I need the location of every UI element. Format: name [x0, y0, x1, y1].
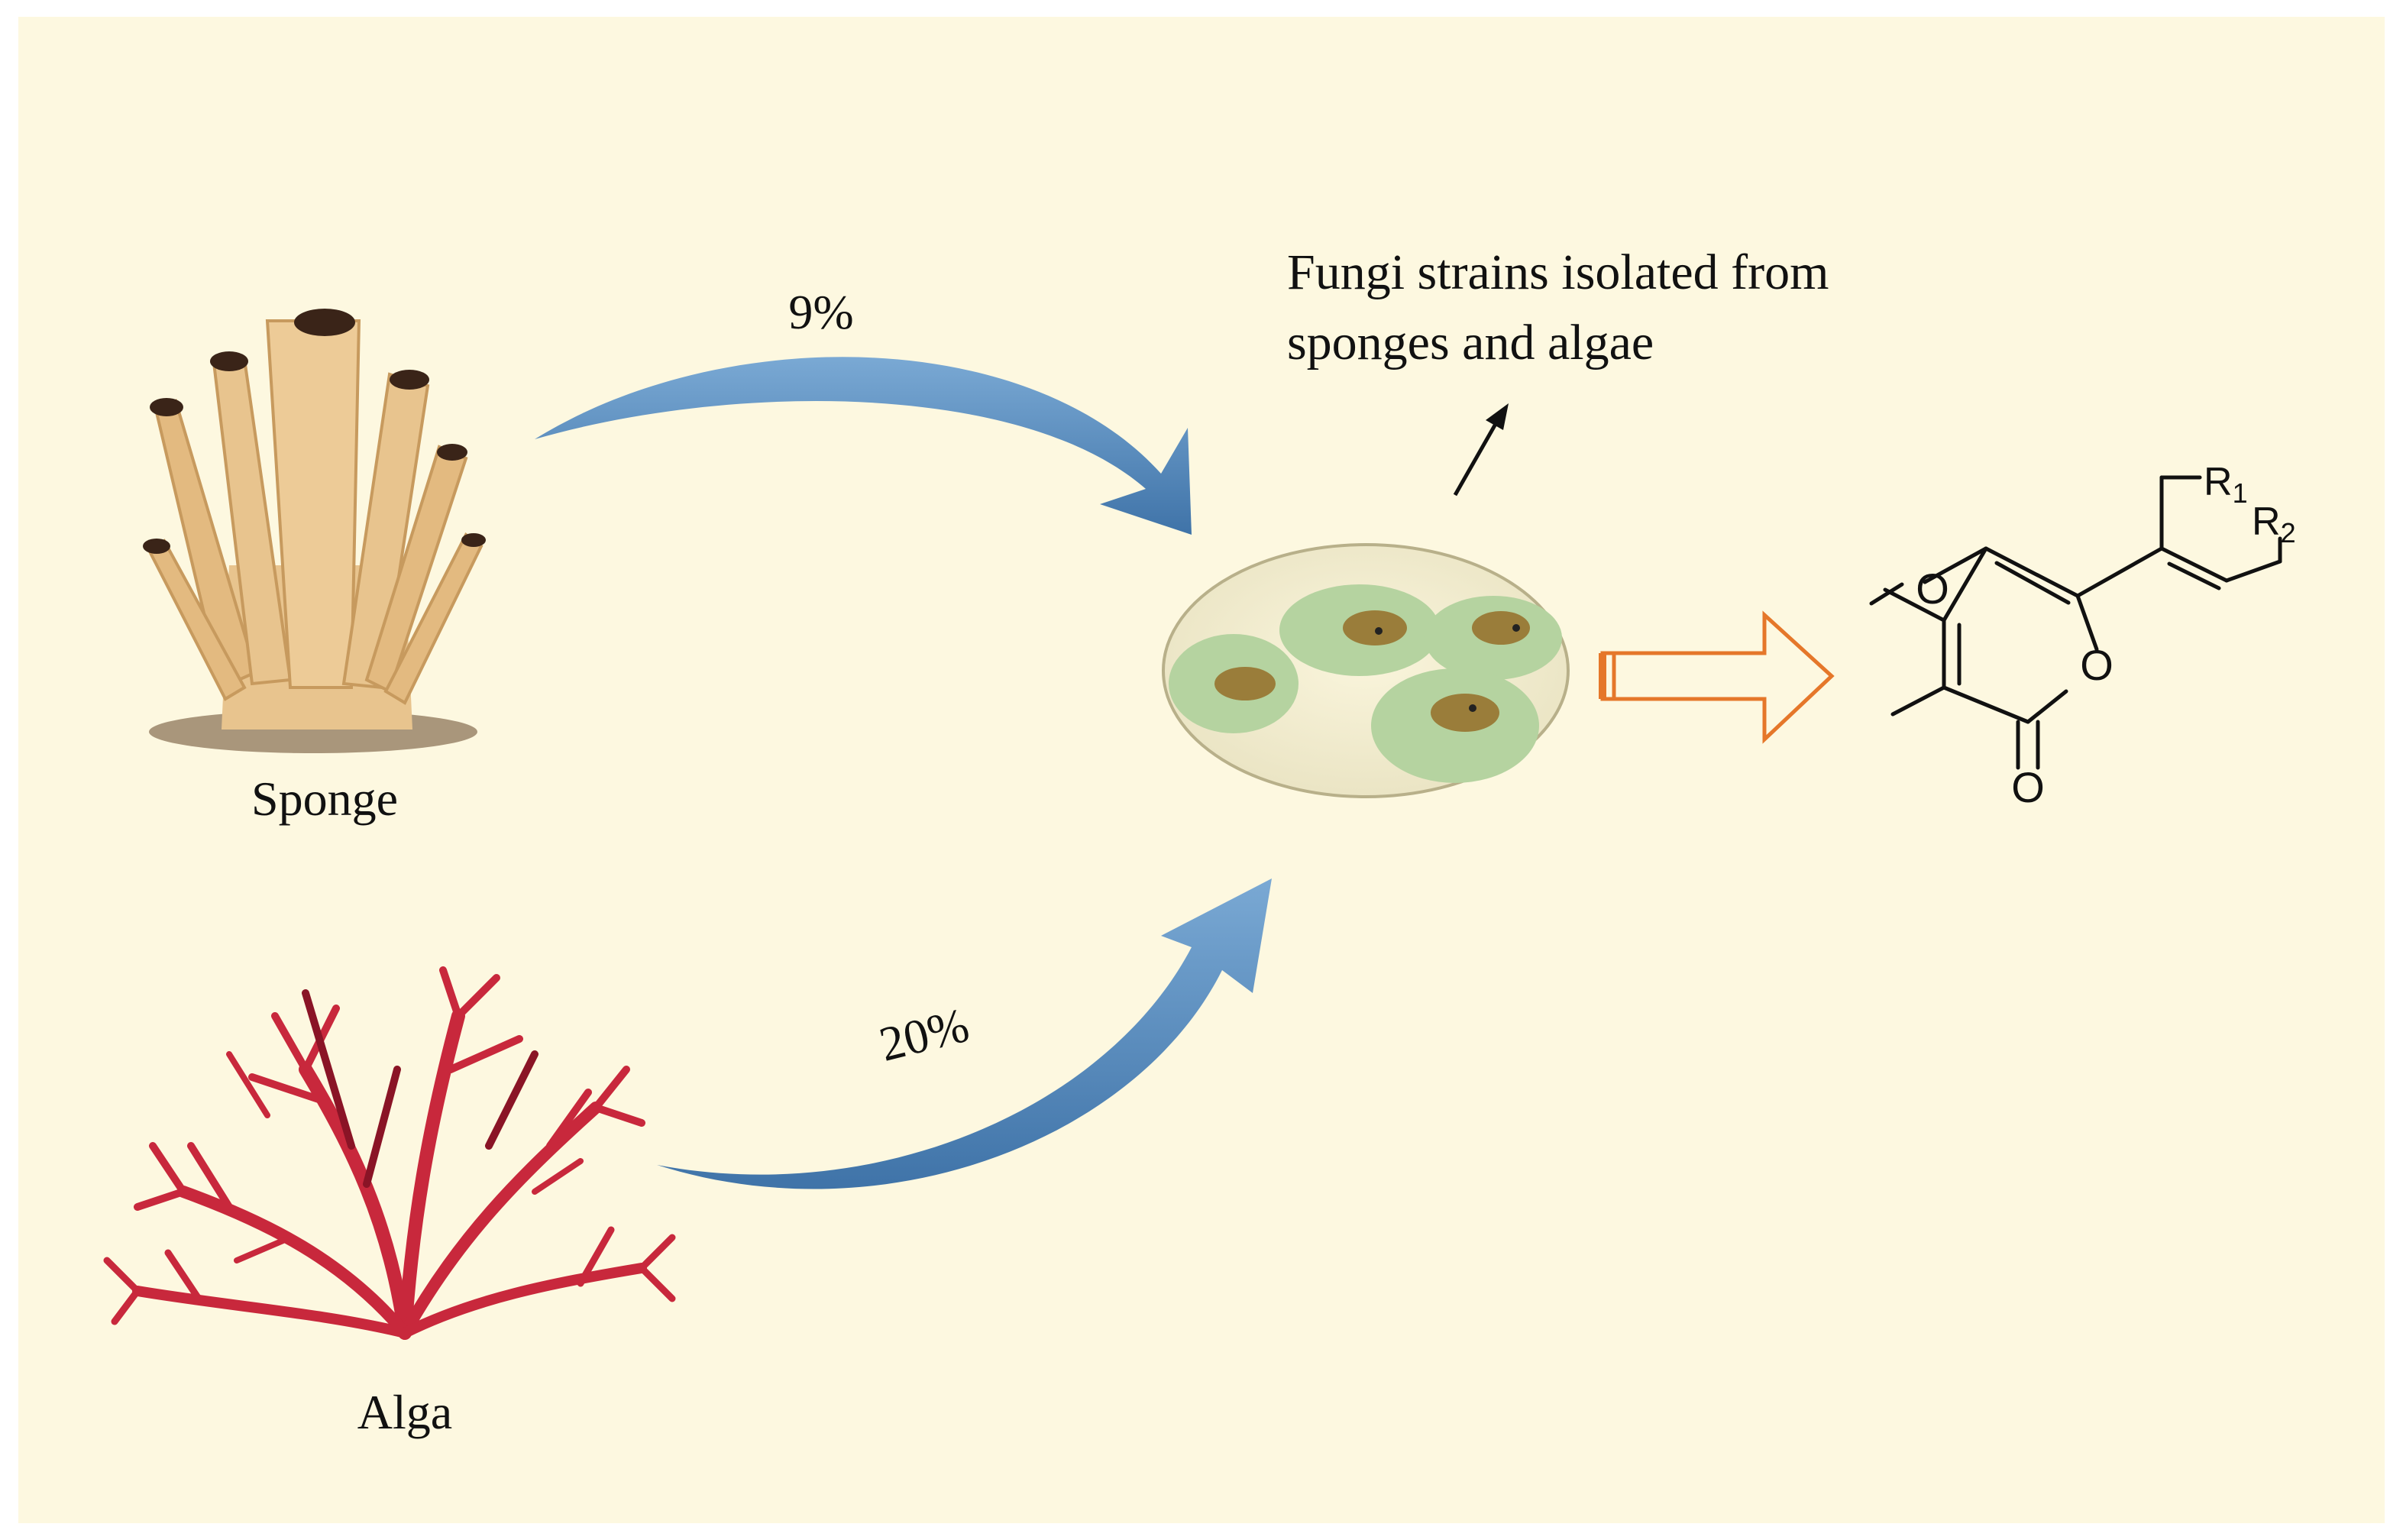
annotation-arrowhead: [1486, 403, 1509, 430]
carbonyl-oxygen: O: [2011, 763, 2045, 811]
annotation-arrow-line: [1453, 417, 1501, 497]
colony-center: [1343, 610, 1407, 645]
sponge-tube-opening: [294, 309, 355, 336]
colony-dot: [1512, 624, 1520, 632]
sponge-tube-opening: [143, 539, 170, 554]
sponge-tube-opening: [150, 398, 183, 416]
colony-dot: [1375, 627, 1383, 635]
sponge-tube-opening: [390, 370, 429, 390]
bond: [1994, 561, 2071, 605]
sponge-label: Sponge: [251, 772, 398, 826]
r1-group: R1: [2204, 460, 2248, 509]
colony-dot: [1469, 704, 1476, 712]
bond: [1923, 546, 1988, 584]
ring-oxygen: O: [2080, 641, 2114, 689]
sponge-tube-opening: [210, 351, 248, 371]
product-arrow: [1599, 610, 1835, 744]
sponge-percent-label: 9%: [788, 285, 853, 339]
sponge-tube-opening: [461, 533, 486, 547]
bond: [1883, 587, 1946, 623]
chemical-structure: [1869, 475, 2282, 770]
petri-dish: [1162, 543, 1570, 798]
sponge-tube-opening: [437, 444, 467, 461]
alga-label: Alga: [357, 1385, 452, 1439]
bond: [2026, 689, 2068, 724]
product-arrow-outline: [1600, 610, 1835, 744]
bond: [1942, 546, 1988, 623]
colony-center: [1472, 611, 1530, 645]
bond: [2159, 546, 2229, 583]
fungi-caption-line1: Fungi strains isolated from: [1287, 244, 1829, 300]
methoxy-oxygen: O: [1916, 565, 1949, 613]
bond: [2075, 594, 2099, 652]
bond: [2075, 546, 2164, 598]
bond: [1942, 685, 2030, 724]
bond: [1890, 685, 1946, 717]
fungi-caption-line2: sponges and algae: [1287, 315, 1654, 370]
sponge-to-dish-arrow: [535, 357, 1192, 535]
alga-illustration: [103, 966, 676, 1340]
bond: [2224, 559, 2282, 583]
bond: [2167, 561, 2221, 590]
alga-to-dish-arrow: [657, 878, 1272, 1189]
colony-center: [1214, 667, 1276, 700]
sponge-illustration: [143, 309, 486, 753]
bond: [1869, 582, 1904, 606]
alga-percent-label: 20%: [874, 998, 974, 1072]
colony-center: [1431, 694, 1499, 732]
r2-group: R2: [2252, 500, 2296, 548]
bond: [1984, 546, 2080, 598]
